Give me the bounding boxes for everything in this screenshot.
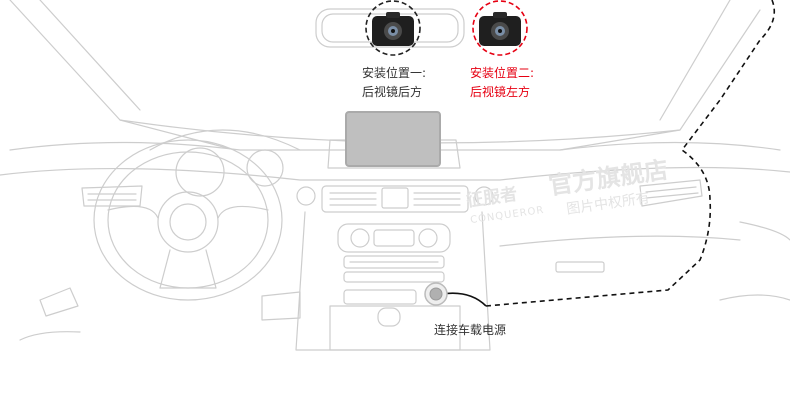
rearview-mirror <box>315 8 465 48</box>
mount-option-2-label: 安装位置二: 后视镜左方 <box>470 64 534 102</box>
dashboard-top <box>9 141 781 151</box>
mount-option-1-desc: 后视镜后方 <box>362 85 423 99</box>
power-socket-icon <box>424 282 448 306</box>
right-a-pillar <box>559 9 761 151</box>
right-vent <box>639 179 703 207</box>
mount-option-2-desc: 后视镜左方 <box>470 85 531 99</box>
steering-wheel <box>93 139 283 301</box>
mount-option-1-label: 安装位置一: 后视镜后方 <box>362 64 426 102</box>
power-cable <box>441 292 487 307</box>
dash-camera-icon <box>365 0 421 56</box>
center-display-screen <box>345 111 441 167</box>
dash-camera-icon <box>472 0 528 56</box>
mount-option-2-title: 安装位置二: <box>470 66 535 80</box>
center-vents <box>321 185 469 213</box>
mount-option-1-title: 安装位置一: <box>362 66 427 80</box>
power-connection-label: 连接车载电源 <box>434 323 507 337</box>
left-a-pillar <box>9 0 236 151</box>
cable-route <box>485 0 776 307</box>
